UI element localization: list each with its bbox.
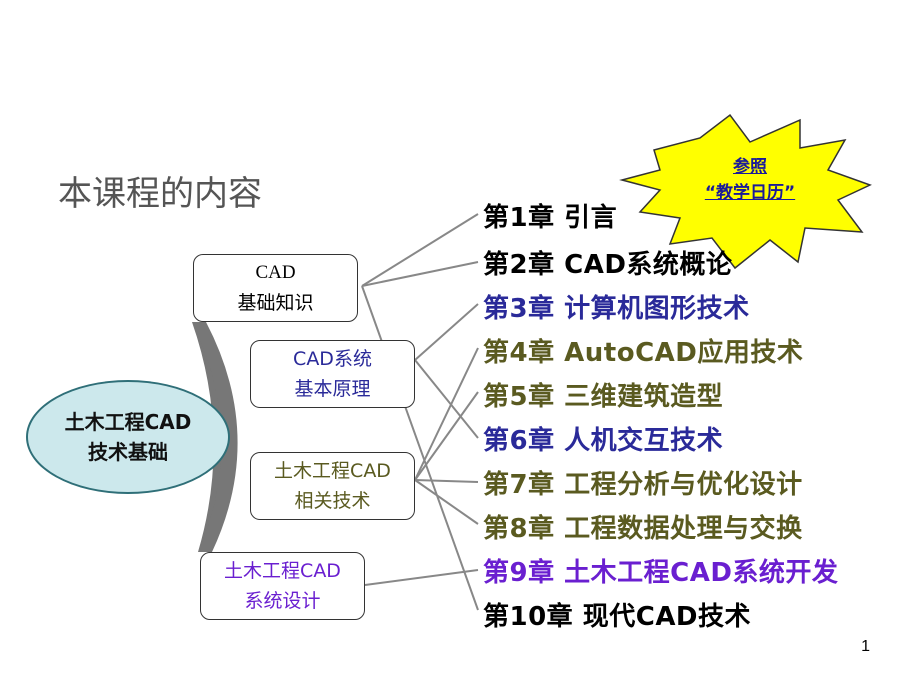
category-line1: CAD: [255, 262, 296, 283]
category-box-related-tech: 土木工程CAD 相关技术: [250, 452, 415, 520]
page-number: 1: [861, 638, 870, 655]
chapter-item: 第7章 工程分析与优化设计: [483, 470, 803, 500]
chapter-item: 第9章 土木工程CAD系统开发: [483, 558, 839, 588]
category-line2: 基本原理: [294, 378, 371, 400]
chapter-item: 第3章 计算机图形技术: [483, 294, 750, 324]
callout-line2[interactable]: “教学日历”: [704, 183, 796, 203]
chapter-item: 第1章 引言: [483, 203, 618, 233]
core-topic-ellipse: 土木工程CAD 技术基础: [26, 380, 230, 494]
category-line2: 相关技术: [294, 490, 371, 512]
category-box-cad-basics: CAD 基础知识: [193, 254, 358, 322]
callout-line1[interactable]: 参照: [733, 157, 767, 177]
chapter-item: 第6章 人机交互技术: [483, 426, 724, 456]
category-line2: 系统设计: [244, 590, 321, 612]
callout-text[interactable]: 参照 “教学日历”: [650, 154, 850, 206]
chapter-item: 第10章 现代CAD技术: [483, 602, 752, 632]
chapter-item: 第5章 三维建筑造型: [483, 382, 724, 412]
category-line1: CAD系统: [293, 348, 372, 370]
core-topic-line1: 土木工程CAD: [64, 410, 192, 434]
chapter-item: 第2章 CAD系统概论: [483, 250, 733, 280]
core-topic-line2: 技术基础: [88, 440, 168, 464]
category-line1: 土木工程CAD: [224, 560, 341, 582]
category-line2: 基础知识: [237, 292, 314, 314]
slide-title: 本课程的内容: [58, 174, 262, 214]
category-box-cad-principles: CAD系统 基本原理: [250, 340, 415, 408]
category-line1: 土木工程CAD: [274, 460, 391, 482]
chapter-item: 第4章 AutoCAD应用技术: [483, 338, 804, 368]
bracket-arc-fill: [192, 322, 238, 552]
category-box-system-design: 土木工程CAD 系统设计: [200, 552, 365, 620]
chapter-item: 第8章 工程数据处理与交换: [483, 514, 803, 544]
connector-lines: [361, 213, 479, 611]
starburst-callout-shape: [619, 113, 872, 270]
